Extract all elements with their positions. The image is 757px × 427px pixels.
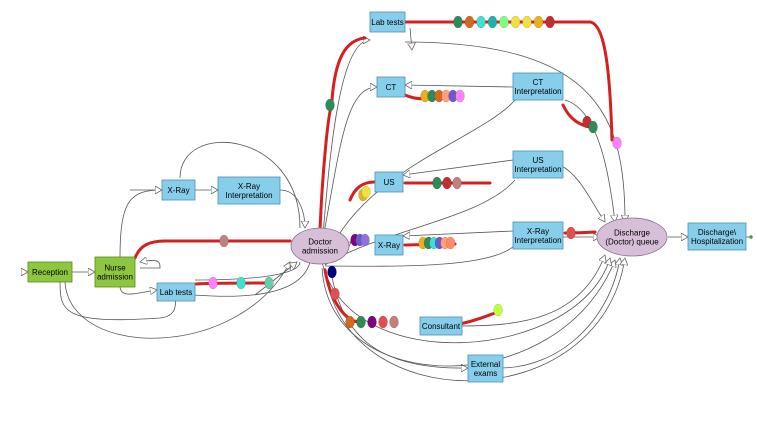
token-dot (432, 176, 442, 190)
token-dot (367, 315, 377, 329)
node-shape (512, 150, 564, 179)
token-dot (445, 236, 456, 250)
token-dot (236, 276, 246, 290)
node-us[interactable]: US (374, 171, 404, 193)
node-shape (156, 282, 196, 302)
token-dot (327, 265, 337, 279)
token-dot (588, 120, 598, 134)
token-dot (345, 315, 355, 329)
token-dot (464, 15, 475, 29)
token-dot (493, 303, 503, 317)
node-shape (374, 234, 404, 256)
node-shape (217, 176, 281, 205)
token-dot (487, 15, 498, 29)
node-shape (161, 179, 196, 201)
node-shape (596, 217, 668, 257)
token-dot (476, 15, 486, 29)
node-label: Hospitalization (691, 237, 743, 246)
token-dot (510, 15, 521, 29)
node-label: admission (97, 273, 133, 282)
node-shape (374, 171, 404, 193)
token-dot (361, 185, 371, 199)
node-ct[interactable]: CT (376, 76, 406, 98)
token-dot (612, 136, 622, 150)
token-dot (452, 176, 462, 190)
token-dots (208, 15, 753, 329)
node-shape (419, 316, 463, 336)
node-shape (94, 256, 136, 288)
node-label: Discharge\ (698, 228, 737, 237)
node-label: X-Ray (527, 227, 549, 236)
token-dot (499, 15, 509, 29)
node-label: Discharge (614, 229, 651, 238)
token-dot (533, 15, 544, 29)
node-label: Lab tests (160, 288, 192, 297)
token-dot (545, 15, 555, 29)
node-lab-tests-2[interactable]: Lab tests (369, 11, 406, 33)
node-xray-1[interactable]: X-Ray (161, 179, 196, 201)
node-label: Interpretation (514, 236, 561, 245)
node-shape (512, 221, 564, 250)
node-label: exams (474, 369, 498, 378)
token-dot (442, 176, 452, 190)
node-label: (Doctor) queue (605, 238, 659, 247)
node-xray-2[interactable]: X-Ray (374, 234, 404, 256)
node-label: admission (302, 247, 338, 256)
node-label: Interpretation (514, 165, 561, 174)
node-shape (369, 11, 406, 33)
node-discharge-hosp[interactable]: Discharge\Hospitalization (687, 222, 747, 251)
node-label: US (532, 156, 543, 165)
token-dot (330, 287, 340, 301)
node-label: Interpretation (225, 191, 272, 200)
node-label: External (471, 360, 501, 369)
node-label: Consultant (422, 322, 461, 331)
node-label: CT (533, 78, 544, 87)
node-shape (290, 227, 350, 265)
node-shape (512, 72, 564, 101)
node-label: Nurse (104, 264, 126, 273)
token-dot (325, 98, 335, 112)
token-dot (455, 89, 465, 103)
node-reception[interactable]: Reception (27, 261, 73, 283)
token-dot (566, 226, 576, 240)
node-discharge-queue[interactable]: Discharge(Doctor) queue (596, 217, 668, 257)
token-dot (208, 276, 218, 290)
token-dot (219, 234, 229, 248)
node-label: Reception (32, 268, 68, 277)
token-dot (749, 235, 753, 239)
node-shape (467, 354, 504, 383)
token-dot (389, 315, 399, 329)
token-dot (378, 315, 388, 329)
node-label: CT (386, 83, 397, 92)
node-label: X-Ray (378, 241, 400, 250)
node-consultant[interactable]: Consultant (419, 316, 463, 336)
node-shape (27, 261, 73, 283)
node-shape (376, 76, 406, 98)
node-label: Interpretation (514, 87, 561, 96)
node-shape (687, 222, 747, 251)
node-lab-tests-1[interactable]: Lab tests (156, 282, 196, 302)
token-dot (522, 15, 532, 29)
node-label: X-Ray (238, 182, 260, 191)
node-label: Doctor (308, 238, 332, 247)
node-label: US (383, 178, 394, 187)
token-dot (264, 276, 274, 290)
node-label: X-Ray (167, 186, 189, 195)
node-label: Lab tests (371, 18, 403, 27)
token-dot (453, 15, 463, 29)
token-dot (356, 315, 366, 329)
token-dot (360, 233, 370, 247)
